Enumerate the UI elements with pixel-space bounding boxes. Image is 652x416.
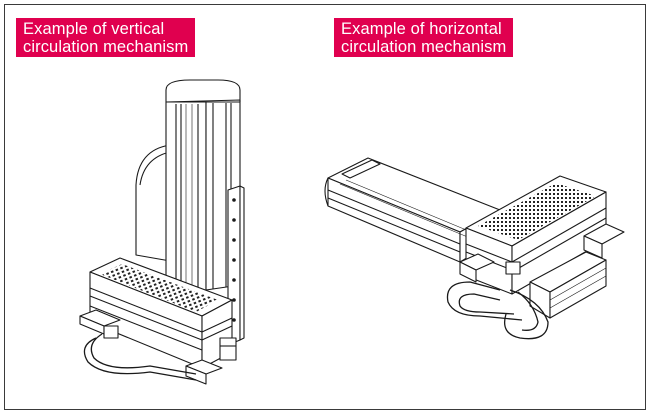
horizontal-label-line-2: circulation mechanism xyxy=(341,38,507,56)
horizontal-mechanism-drawing xyxy=(324,157,625,340)
vertical-mechanism-label: Example of vertical circulation mechanis… xyxy=(16,18,196,57)
vertical-mechanism-drawing xyxy=(79,79,245,385)
horizontal-label-line-1: Example of horizontal xyxy=(341,20,502,38)
vertical-label-line-1: Example of vertical xyxy=(23,20,165,38)
horizontal-mechanism-label: Example of horizontal circulation mechan… xyxy=(334,18,514,57)
vertical-label-line-2: circulation mechanism xyxy=(23,38,189,56)
